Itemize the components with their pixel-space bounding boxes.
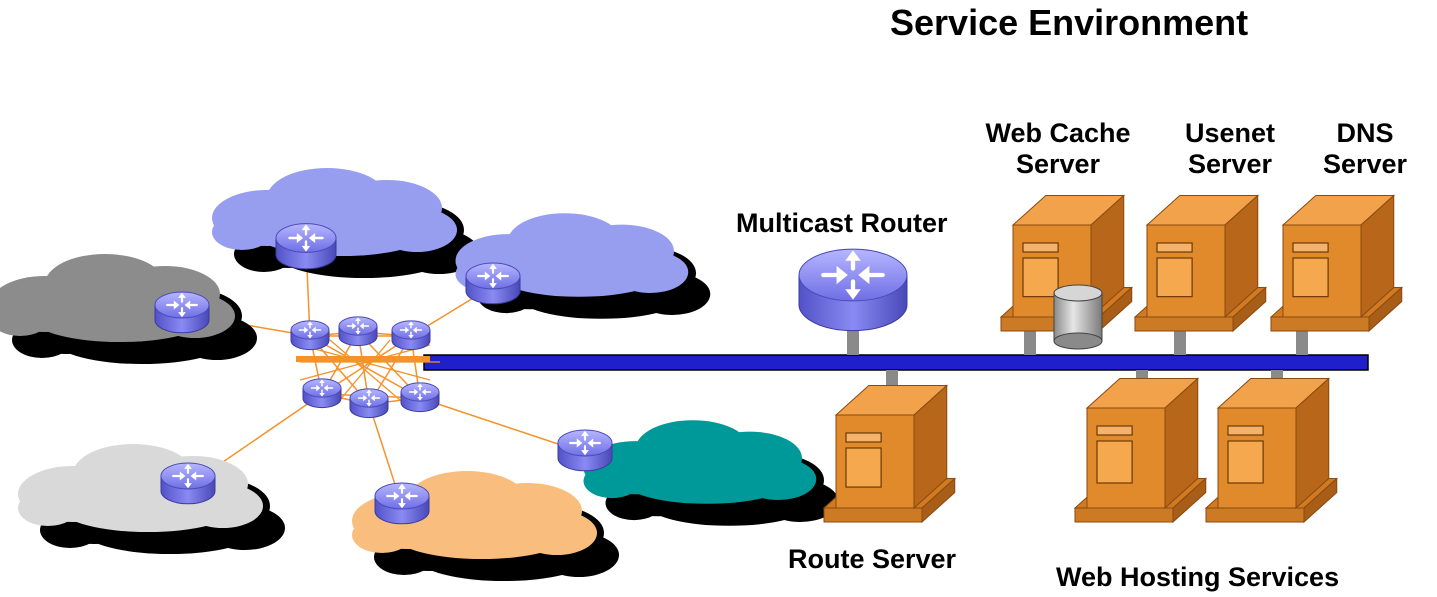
cloud-lightgray-icon <box>18 444 285 554</box>
web-cache-server-label-line1: Web Cache <box>985 118 1131 148</box>
router-icon <box>338 316 378 347</box>
router-icon <box>290 320 330 351</box>
server-icon <box>1204 377 1339 524</box>
router-icon <box>374 482 430 525</box>
router-icon <box>275 223 337 270</box>
cloud-periwinkle-top-icon <box>212 168 479 278</box>
multicast-router-label: Multicast Router <box>736 208 948 238</box>
server-icon <box>822 384 957 524</box>
cloud-teal-icon <box>583 420 839 526</box>
server-connector <box>1174 330 1186 355</box>
router-icon <box>160 462 216 505</box>
server-icon <box>1073 377 1208 524</box>
router-icon <box>400 382 440 413</box>
lan-backbone-bar <box>423 354 1369 371</box>
diagram-title: Service Environment <box>890 2 1249 43</box>
disk-storage-icon <box>1053 284 1103 350</box>
web-cache-server-label-line2: Server <box>1015 149 1101 180</box>
web-hosting-services-label: Web Hosting Services <box>1056 562 1340 592</box>
router-icon <box>302 378 342 409</box>
exchange-point-bar <box>296 356 430 362</box>
server-connector <box>1296 330 1308 355</box>
server-icon <box>1133 194 1268 333</box>
web-cache-server-label: Web Cache Server <box>983 118 1133 180</box>
router-icon <box>557 429 613 472</box>
network-devices <box>154 194 1404 525</box>
usenet-server-label-line1: Usenet <box>1184 118 1276 148</box>
router-icon <box>465 262 521 305</box>
router-icon <box>391 320 431 351</box>
router-icon <box>349 388 389 419</box>
dns-server-label-line1: DNS <box>1336 118 1394 148</box>
server-icon <box>1269 194 1404 333</box>
router-icon <box>154 291 210 334</box>
multicast-router-icon <box>798 248 908 332</box>
usenet-server-label: Usenet Server <box>1170 118 1290 180</box>
dns-server-label: DNS Server <box>1300 118 1430 180</box>
server-connector <box>1024 330 1036 355</box>
cloud-gray-icon <box>0 254 257 364</box>
dns-server-label-line2: Server <box>1322 149 1408 180</box>
route-server-label: Route Server <box>788 544 957 574</box>
usenet-server-label-line2: Server <box>1187 149 1273 180</box>
